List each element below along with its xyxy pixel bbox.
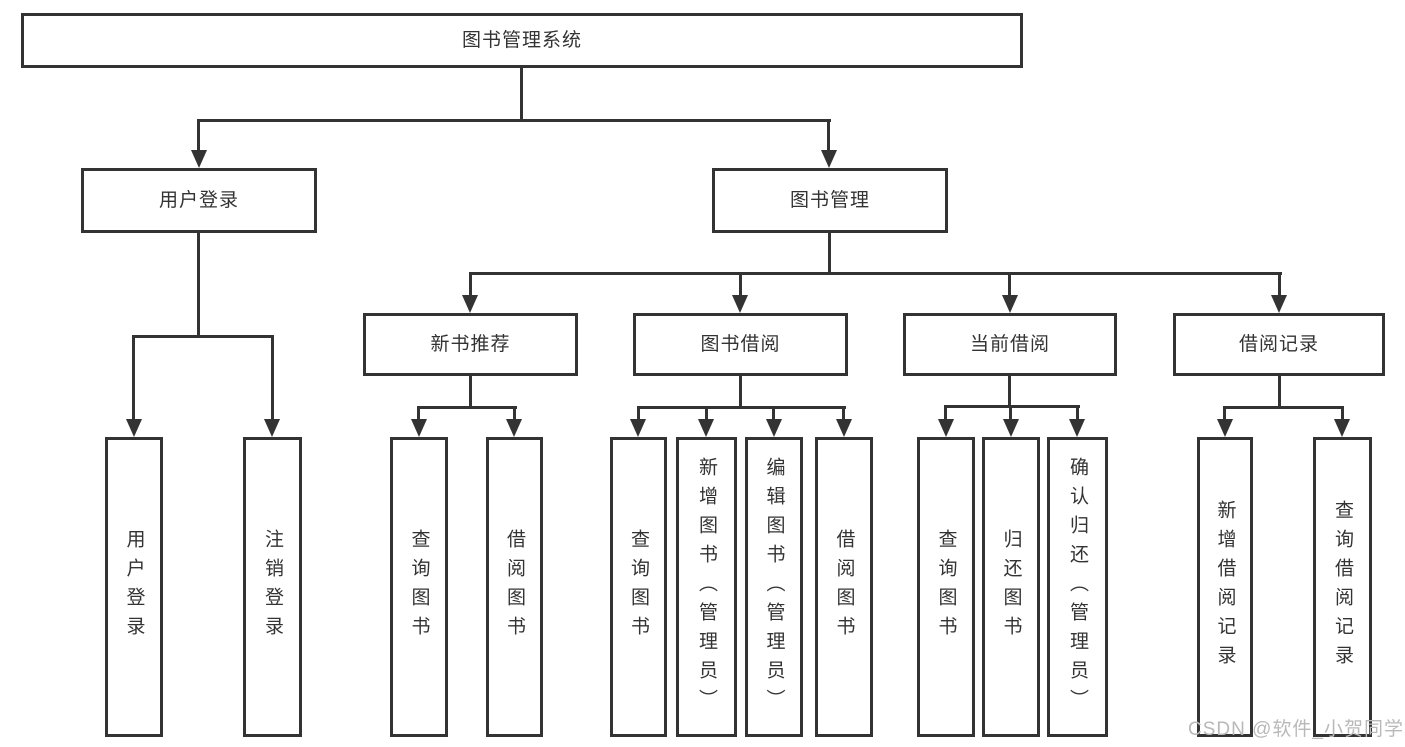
arrow-down-icon xyxy=(264,419,280,437)
leaf-logout: 注销登录 xyxy=(243,437,302,737)
leaf-current-confirm-return-admin: 确认归还（管理员） xyxy=(1047,437,1108,737)
arrow-down-icon xyxy=(938,419,954,437)
leaf-recommend-borrow-books: 借阅图书 xyxy=(486,437,543,737)
connector-line xyxy=(1278,272,1281,297)
connector-line xyxy=(1076,405,1079,421)
watermark: CSDN @软件_小贺同学 xyxy=(1188,719,1404,740)
arrow-down-icon xyxy=(766,419,782,437)
arrow-down-icon xyxy=(1069,419,1085,437)
connector-line xyxy=(705,406,708,421)
leaf-current-query-books: 查询图书 xyxy=(917,437,975,737)
connector-line xyxy=(772,406,775,421)
connector-line xyxy=(197,119,200,152)
arrow-down-icon xyxy=(732,295,748,313)
connector-line xyxy=(842,406,845,421)
arrow-down-icon xyxy=(821,150,837,168)
leaf-borrowing-add-books-admin: 新增图书（管理员） xyxy=(676,437,737,737)
connector-line xyxy=(1008,376,1011,408)
connector-line xyxy=(417,406,420,421)
connector-line xyxy=(1008,272,1011,297)
arrow-down-icon xyxy=(411,419,427,437)
leaf-recommend-query-books: 查询图书 xyxy=(390,437,448,737)
leaf-borrowing-query-books: 查询图书 xyxy=(610,437,667,737)
connector-line xyxy=(739,272,742,297)
arrow-down-icon xyxy=(462,295,478,313)
node-user-login: 用户登录 xyxy=(81,168,317,233)
connector-line xyxy=(828,233,831,275)
connector-line xyxy=(513,406,516,421)
node-library-management-system: 图书管理系统 xyxy=(21,13,1023,68)
connector-line xyxy=(520,68,523,122)
node-book-borrowing: 图书借阅 xyxy=(633,313,848,376)
arrow-down-icon xyxy=(1003,419,1019,437)
connector-line xyxy=(417,406,517,409)
connector-line xyxy=(271,335,274,421)
node-current-borrowing: 当前借阅 xyxy=(903,313,1117,376)
connector-line xyxy=(1223,406,1226,421)
leaf-borrowing-borrow-books: 借阅图书 xyxy=(815,437,873,737)
arrow-down-icon xyxy=(506,419,522,437)
arrow-down-icon xyxy=(630,419,646,437)
connector-line xyxy=(944,405,1080,408)
leaf-current-return-books: 归还图书 xyxy=(982,437,1040,737)
connector-line xyxy=(132,335,135,421)
arrow-down-icon xyxy=(698,419,714,437)
node-borrowing-records: 借阅记录 xyxy=(1173,313,1385,376)
connector-line xyxy=(739,376,742,409)
leaf-borrowing-edit-books-admin: 编辑图书（管理员） xyxy=(745,437,803,737)
connector-line xyxy=(132,335,274,338)
arrow-down-icon xyxy=(126,419,142,437)
arrow-down-icon xyxy=(1334,419,1350,437)
connector-line xyxy=(637,406,640,421)
connector-line xyxy=(1278,376,1281,409)
connector-line xyxy=(469,272,472,297)
arrow-down-icon xyxy=(1271,295,1287,313)
leaf-user-login: 用户登录 xyxy=(105,437,163,737)
connector-line xyxy=(469,376,472,409)
node-book-management: 图书管理 xyxy=(712,168,948,233)
arrow-down-icon xyxy=(1217,419,1233,437)
arrow-down-icon xyxy=(1002,295,1018,313)
connector-line xyxy=(944,405,947,421)
arrow-down-icon xyxy=(836,419,852,437)
connector-line xyxy=(1009,405,1012,421)
leaf-records-add-record: 新增借阅记录 xyxy=(1197,437,1253,737)
connector-line xyxy=(1223,406,1344,409)
leaf-records-query-record: 查询借阅记录 xyxy=(1313,437,1372,737)
connector-line xyxy=(637,406,846,409)
connector-line xyxy=(1341,406,1344,421)
arrow-down-icon xyxy=(191,150,207,168)
connector-line xyxy=(827,119,830,152)
connector-line xyxy=(197,233,200,338)
connector-line xyxy=(197,119,831,122)
node-new-book-recommend: 新书推荐 xyxy=(363,313,578,376)
connector-line xyxy=(469,272,1282,275)
